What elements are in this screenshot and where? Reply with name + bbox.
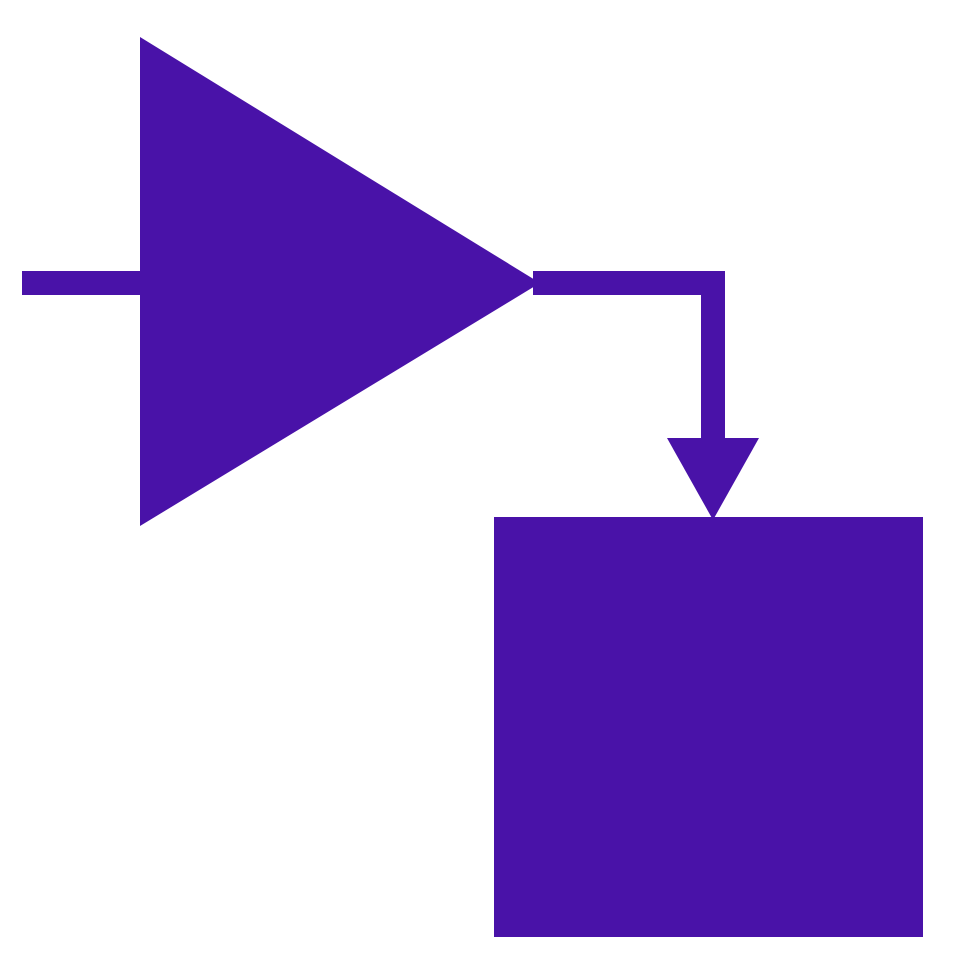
diagram-shapes — [22, 37, 923, 937]
triangle-amplifier-icon — [140, 37, 540, 526]
square-block-icon — [494, 517, 923, 937]
connector-vertical — [701, 271, 725, 444]
input-line-icon — [22, 271, 144, 295]
connector-horizontal — [533, 271, 725, 295]
arrow-down-icon — [667, 438, 759, 520]
